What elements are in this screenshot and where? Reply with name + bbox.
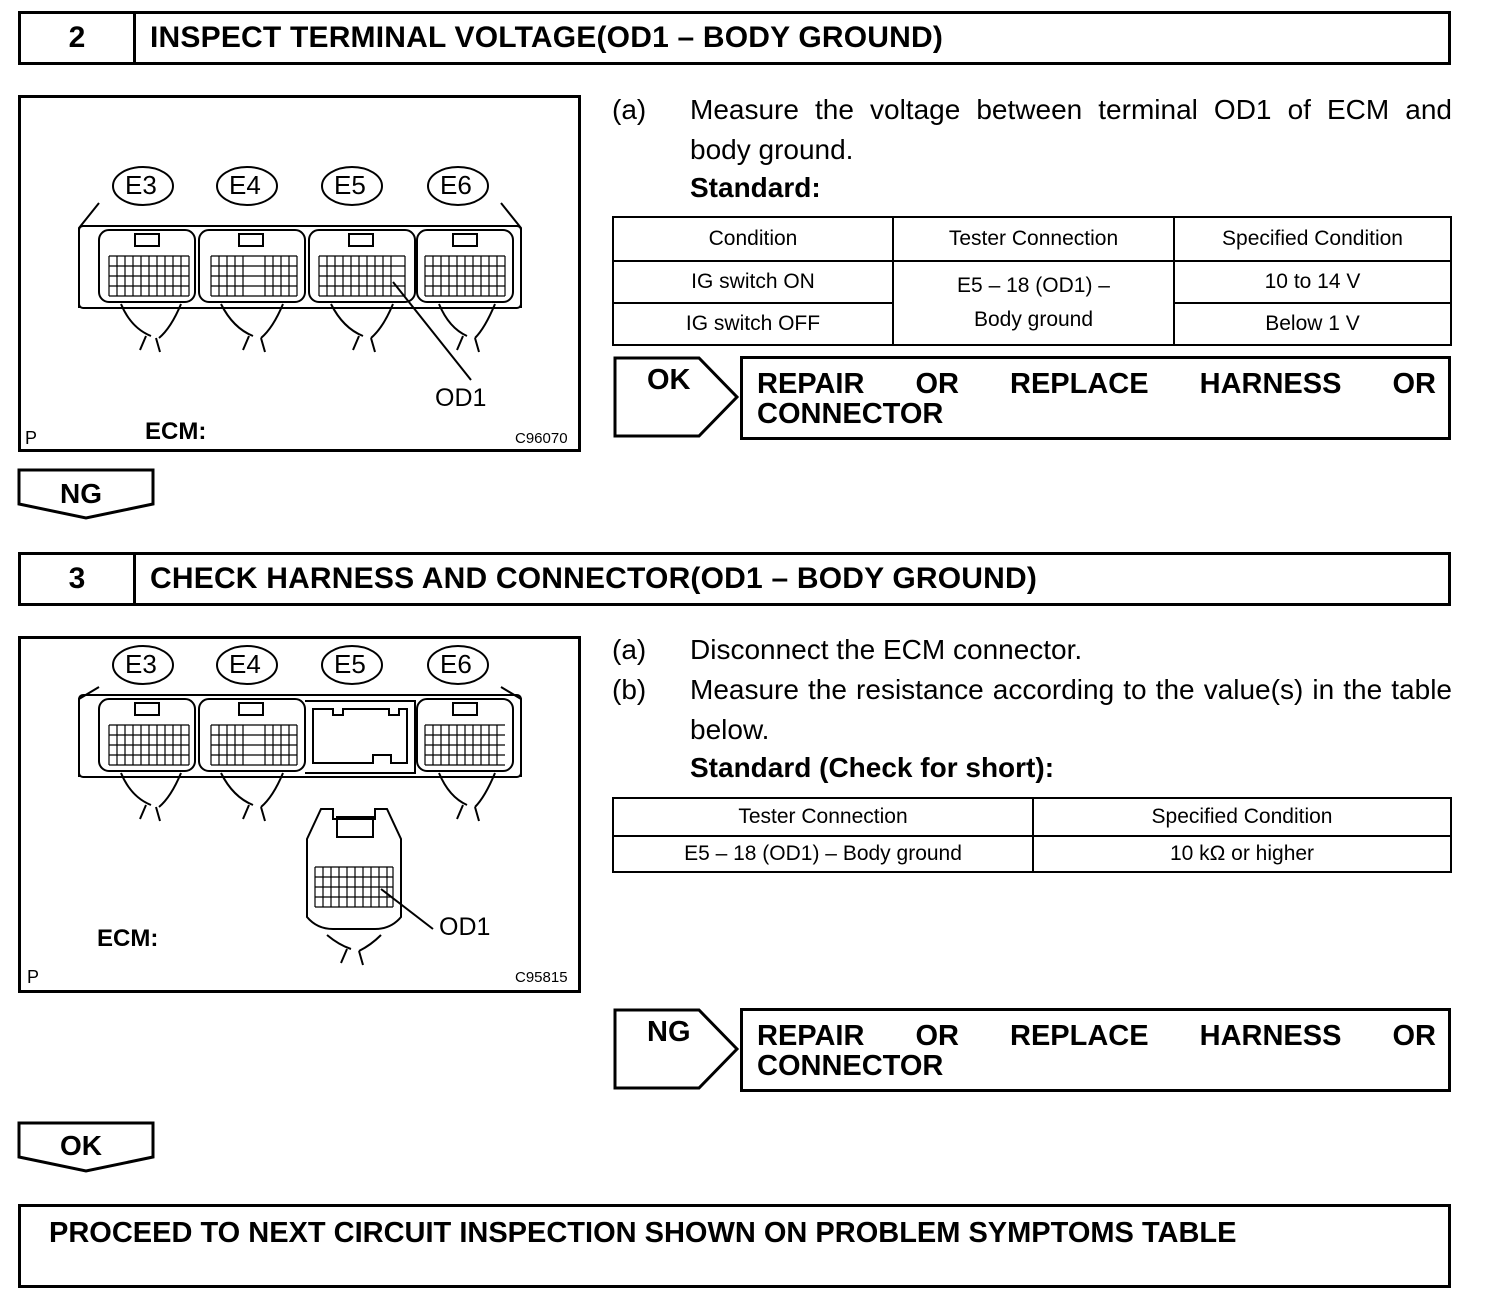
- table-cell-condition: IG switch OFF: [612, 302, 894, 346]
- connector-label-e3: E3: [125, 170, 157, 200]
- connector-label-e4: E4: [229, 649, 261, 679]
- header-specified-condition: Specified Condition: [1173, 216, 1452, 262]
- tester-connection-line-1: E5 – 18 (OD1) –: [957, 274, 1110, 297]
- connector-label-e4: E4: [229, 170, 261, 200]
- action-word: REPLACE: [1010, 1020, 1149, 1052]
- table-cell-condition: IG switch ON: [612, 260, 894, 304]
- step-3-title: CHECK HARNESS AND CONNECTOR(OD1 – BODY G…: [150, 562, 1038, 595]
- terminal-label-od1: OD1: [435, 384, 487, 412]
- connector-label-e5: E5: [334, 649, 366, 679]
- step-3-spec-table: Tester Connection Specified Condition E5…: [612, 797, 1452, 873]
- action-word: OR: [1392, 368, 1437, 400]
- connector-label-e6: E6: [440, 649, 472, 679]
- action-word: OR: [915, 368, 959, 400]
- instruction-a-text: Measure the voltage between terminal OD1…: [690, 94, 1452, 165]
- step-3-ok-label: OK: [60, 1130, 102, 1161]
- connector-e6-oval: [427, 166, 489, 206]
- ecm-label: ECM:: [97, 925, 159, 952]
- step-3-standard-label: Standard (Check for short):: [690, 752, 1055, 783]
- step-2-number: 2: [21, 14, 136, 62]
- final-step-text: PROCEED TO NEXT CIRCUIT INSPECTION SHOWN…: [49, 1217, 1237, 1249]
- step-3-ng-label: NG: [647, 1016, 691, 1048]
- action-line-1: REPAIR OR REPLACE HARNESS OR: [757, 1021, 1436, 1051]
- ok-arrow-shape: [613, 356, 740, 438]
- connector-label-e6: E6: [440, 170, 472, 200]
- instruction-a-text: Disconnect the ECM connector.: [690, 634, 1083, 665]
- header-specified-condition: Specified Condition: [1032, 797, 1452, 837]
- table-cell-tester-connection: E5 – 18 (OD1) – Body ground: [892, 260, 1175, 346]
- instruction-b-label: (b): [612, 674, 647, 705]
- action-word: HARNESS: [1199, 368, 1342, 400]
- figure-code: C95815: [515, 969, 568, 986]
- connector-e5-oval: [321, 166, 383, 206]
- figure-code: C96070: [515, 430, 568, 447]
- step-3-instruction-b: (b) Measure the resistance according to …: [612, 670, 1452, 750]
- table-cell-specified: 10 to 14 V: [1173, 260, 1452, 304]
- instruction-b-text: Measure the resistance according to the …: [690, 674, 1452, 745]
- terminal-label-od1: OD1: [439, 913, 491, 941]
- step-2-ng-label: NG: [60, 478, 102, 509]
- step-2-ok-label: OK: [647, 364, 691, 396]
- step-3-header: 3 CHECK HARNESS AND CONNECTOR(OD1 – BODY…: [18, 552, 1451, 606]
- step-3-ng-action: REPAIR OR REPLACE HARNESS OR CONNECTOR: [740, 1008, 1451, 1092]
- action-word: REPLACE: [1010, 368, 1149, 400]
- connector-e4-oval: [216, 166, 278, 206]
- action-line-2: CONNECTOR: [757, 398, 944, 430]
- instruction-a-label: (a): [612, 634, 647, 665]
- final-step-box: PROCEED TO NEXT CIRCUIT INSPECTION SHOWN…: [18, 1204, 1451, 1288]
- step-2-instruction-a: (a) Measure the voltage between terminal…: [612, 90, 1452, 170]
- action-word: OR: [1392, 1020, 1437, 1052]
- instruction-a-label: (a): [612, 94, 647, 125]
- connector-label-e3: E3: [125, 649, 157, 679]
- ecm-label: ECM:: [145, 418, 207, 445]
- step-2-standard-label: Standard:: [690, 172, 821, 203]
- connector-e3-oval: [112, 166, 174, 206]
- tester-connection-line-2: Body ground: [973, 308, 1094, 331]
- step-2-ok-action: REPAIR OR REPLACE HARNESS OR CONNECTOR: [740, 356, 1451, 440]
- header-condition: Condition: [612, 216, 894, 262]
- step-2-figure: E3 E4 E5 E6 OD1 ECM: P C96070: [18, 95, 581, 452]
- action-word: REPAIR: [757, 368, 865, 400]
- action-line-1: REPAIR OR REPLACE HARNESS OR: [757, 369, 1436, 399]
- connector-label-e5: E5: [334, 170, 366, 200]
- step-3-number: 3: [21, 555, 136, 603]
- step-3-instruction-a: (a) Disconnect the ECM connector.: [612, 630, 1452, 670]
- table-cell-specified: 10 kΩ or higher: [1032, 835, 1452, 873]
- step-2-title: INSPECT TERMINAL VOLTAGE(OD1 – BODY GROU…: [150, 21, 944, 54]
- table-cell-tester-connection: E5 – 18 (OD1) – Body ground: [612, 835, 1034, 873]
- step-2-header: 2 INSPECT TERMINAL VOLTAGE(OD1 – BODY GR…: [18, 11, 1451, 65]
- ng-arrow-shape: [613, 1008, 740, 1090]
- header-tester-connection: Tester Connection: [892, 216, 1175, 262]
- action-word: REPAIR: [757, 1020, 865, 1052]
- action-word: OR: [915, 1020, 959, 1052]
- action-line-2: CONNECTOR: [757, 1050, 944, 1082]
- table-cell-specified: Below 1 V: [1173, 302, 1452, 346]
- ecm-connector-diagram-1: [78, 166, 522, 381]
- ok-down-arrow-shape: [17, 1121, 155, 1173]
- figure-corner-letter: P: [25, 428, 38, 448]
- ecm-connector-diagram-2: [78, 645, 522, 966]
- figure-corner-letter: P: [27, 967, 40, 987]
- step-3-figure: E3 E4 E5 E6 OD1 ECM: P C95815: [18, 636, 581, 993]
- action-word: HARNESS: [1199, 1020, 1342, 1052]
- header-tester-connection: Tester Connection: [612, 797, 1034, 837]
- ng-down-arrow-shape: [17, 468, 155, 520]
- step-2-spec-table: Condition Tester Connection Specified Co…: [612, 216, 1452, 346]
